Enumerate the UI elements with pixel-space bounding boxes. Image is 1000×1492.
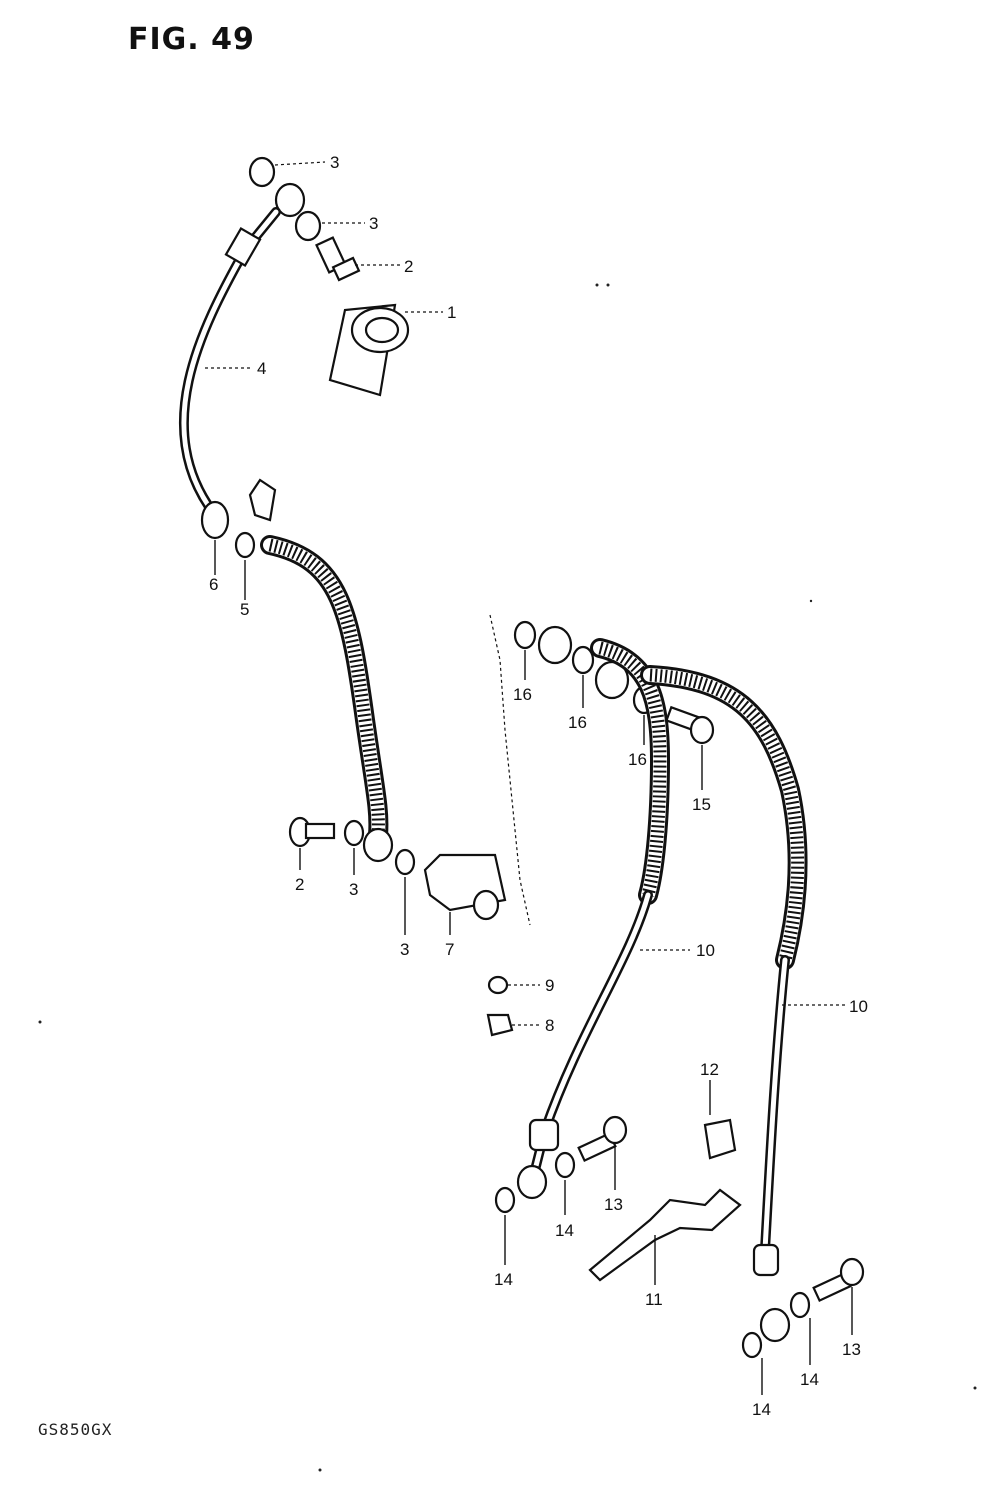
callout-1: 1	[447, 303, 456, 322]
callout-6: 6	[209, 575, 218, 594]
reference-line	[489, 614, 531, 926]
callout-7: 7	[445, 940, 454, 959]
washer-9	[487, 975, 509, 995]
callout-3c: 3	[349, 880, 358, 899]
callout-14b: 14	[494, 1270, 513, 1289]
callout-9: 9	[545, 976, 554, 995]
washer-16a	[513, 620, 537, 650]
brake-hose-10-right	[640, 665, 808, 1277]
brake-hose-10-left	[528, 638, 671, 1175]
model-code: GS850GX	[38, 1420, 113, 1439]
callout-10a: 10	[696, 941, 715, 960]
union-bolt-13b	[812, 1257, 865, 1302]
bolt-8	[486, 1013, 514, 1037]
three-way-joint	[423, 853, 507, 921]
washer-5	[234, 531, 256, 559]
callout-2b: 2	[295, 875, 304, 894]
washer-14d	[741, 1331, 763, 1359]
callout-8: 8	[545, 1016, 554, 1035]
callout-15: 15	[692, 795, 711, 814]
callout-2a: 2	[404, 257, 413, 276]
callout-3d: 3	[400, 940, 409, 959]
callout-14d: 14	[752, 1400, 771, 1419]
washer-14c	[789, 1291, 811, 1319]
callout-16b: 16	[568, 713, 587, 732]
hose-clamp-bracket	[248, 478, 277, 522]
union-bolt-top	[315, 236, 361, 282]
leader-lines	[205, 161, 853, 1395]
callout-14a: 14	[555, 1221, 574, 1240]
union-bolt-13a	[577, 1115, 628, 1162]
banjo-fitting-left-lower	[516, 1164, 548, 1200]
washer-14a	[494, 1186, 516, 1214]
banjo-fitting-top	[274, 182, 306, 218]
washer-14b	[554, 1151, 576, 1179]
washer-16b	[571, 645, 595, 675]
brake-hose-middle	[260, 535, 389, 845]
callout-3a: 3	[330, 153, 339, 172]
washer-3d	[394, 848, 416, 876]
washer-top-2	[294, 210, 322, 242]
callout-16c: 16	[628, 750, 647, 769]
banjo-fitting-middle	[362, 827, 394, 863]
master-cylinder	[328, 303, 410, 397]
callout-14c: 14	[800, 1370, 819, 1389]
callout-12: 12	[700, 1060, 719, 1079]
hose-bracket-11	[588, 1188, 742, 1282]
brake-hose-upper	[178, 207, 281, 520]
callout-16a: 16	[513, 685, 532, 704]
grommet-6	[200, 500, 230, 540]
callout-10b: 10	[849, 997, 868, 1016]
callout-4: 4	[257, 359, 266, 378]
callout-11: 11	[645, 1290, 663, 1309]
banjo-fitting-right-a	[537, 625, 573, 665]
scan-noise	[38, 283, 977, 1472]
washer-top-1	[248, 156, 276, 188]
callout-5: 5	[240, 600, 249, 619]
washer-3c	[343, 819, 365, 847]
callout-3b: 3	[369, 214, 378, 233]
callout-13a: 13	[604, 1195, 623, 1214]
union-bolt-lower	[288, 816, 336, 848]
callout-13b: 13	[842, 1340, 861, 1359]
union-bolt-15	[665, 705, 715, 745]
hose-clamp-12	[703, 1118, 737, 1160]
banjo-fitting-right-lower	[759, 1307, 791, 1343]
figure-title: FIG. 49	[128, 22, 255, 57]
